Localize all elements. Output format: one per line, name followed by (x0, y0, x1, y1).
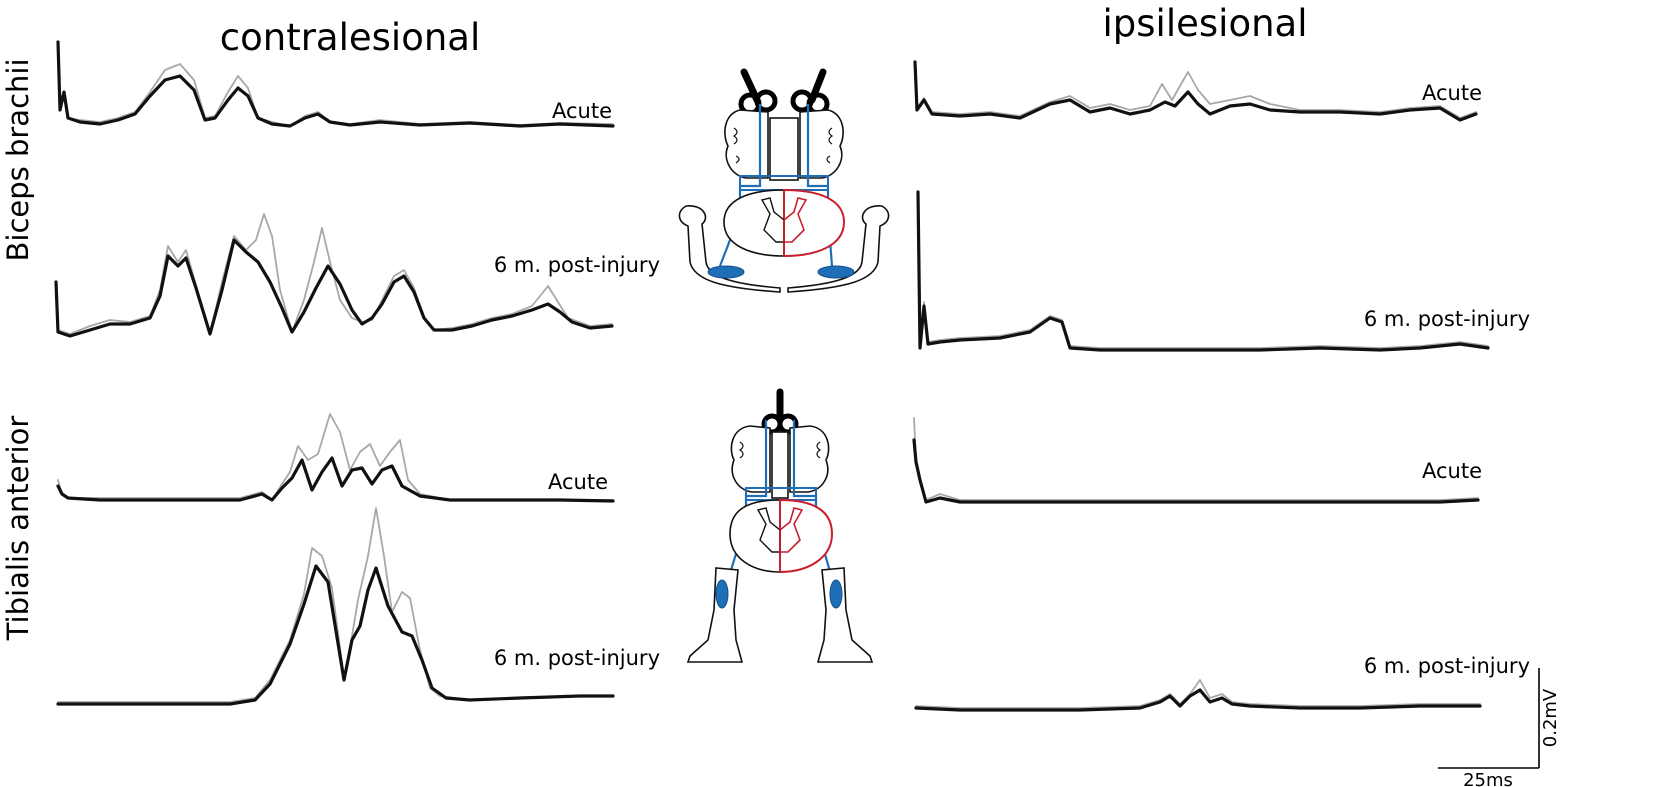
muscle-biceps-right (817, 265, 855, 279)
arms-icon (678, 205, 890, 293)
muscle-biceps-left (707, 265, 745, 279)
column-header-ipsilesional: ipsilesional (1103, 2, 1308, 45)
scale-bar-time-label: 25ms (1463, 770, 1513, 787)
trace-tibialis-ipsi-acute (912, 417, 1480, 504)
label-tibialis-contra-post: 6 m. post-injury (494, 646, 660, 670)
trace-tibialis-contra-acute (56, 413, 615, 503)
label-biceps-ipsi-post: 6 m. post-injury (1364, 307, 1530, 331)
brain-icon (724, 109, 844, 181)
tms-coil-icon (738, 68, 830, 116)
upper-limb-schematic (678, 68, 890, 293)
trace-tibialis-ipsi-post (914, 679, 1482, 712)
lower-limb-schematic (686, 388, 874, 663)
trace-biceps-contra-post (54, 213, 614, 338)
spinal-cord-section-icon (723, 188, 846, 258)
trace-biceps-ipsi-acute (913, 60, 1478, 122)
emg-traces (54, 40, 1490, 712)
row-header-biceps: Biceps brachii (1, 58, 35, 261)
label-biceps-contra-acute: Acute (552, 99, 612, 123)
spinal-cord-section-icon (729, 498, 834, 574)
trace-biceps-contra-acute (56, 40, 615, 128)
label-tibialis-ipsi-post: 6 m. post-injury (1364, 654, 1530, 678)
muscle-tibialis-right (829, 579, 843, 609)
scale-bar-amplitude-label: 0.2mV (1540, 688, 1561, 747)
scale-bar: 25ms 0.2mV (1438, 668, 1561, 787)
column-header-contralesional: contralesional (220, 16, 480, 59)
label-tibialis-contra-acute: Acute (548, 470, 608, 494)
label-biceps-contra-post: 6 m. post-injury (494, 253, 660, 277)
tms-coil-icon (761, 388, 799, 435)
trace-tibialis-contra-post (56, 507, 615, 706)
brain-icon (730, 425, 830, 499)
muscle-tibialis-left (715, 579, 729, 609)
label-biceps-ipsi-acute: Acute (1422, 81, 1482, 105)
trace-biceps-ipsi-post (916, 190, 1490, 352)
row-header-tibialis: Tibialis anterior (1, 416, 35, 642)
label-tibialis-ipsi-acute: Acute (1422, 459, 1482, 483)
legs-icon (686, 567, 874, 663)
